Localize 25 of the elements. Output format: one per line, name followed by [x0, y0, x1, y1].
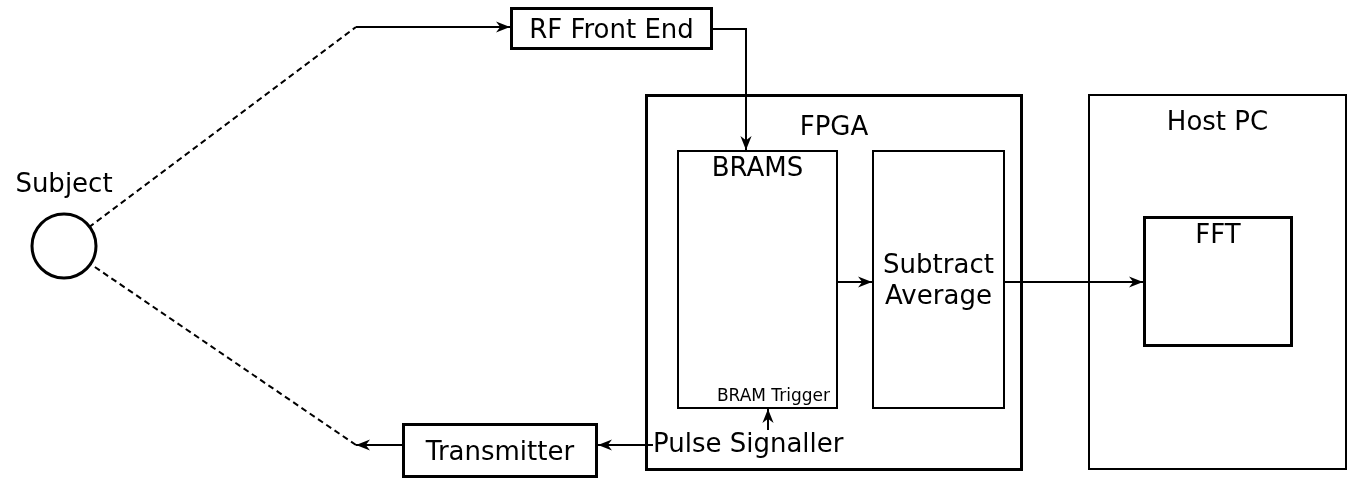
node-label: Transmitter — [424, 436, 576, 468]
process-box — [1143, 216, 1293, 347]
process-box — [510, 7, 713, 50]
arrow — [355, 439, 403, 451]
node-label: BRAMS — [710, 152, 805, 184]
arrow — [597, 439, 654, 451]
arrow — [837, 276, 873, 288]
arrow — [355, 21, 511, 33]
node-label: Host PC — [1165, 106, 1270, 138]
arrow — [762, 408, 774, 431]
process-box — [402, 423, 598, 478]
arrow — [712, 28, 752, 151]
node-label: FFT — [1194, 219, 1242, 251]
arrow — [1004, 276, 1144, 288]
host-box — [1088, 94, 1347, 470]
process-box — [872, 150, 1005, 409]
process-box — [677, 150, 838, 409]
node-label: RF Front End — [528, 14, 695, 46]
fpga-box — [645, 94, 1023, 471]
signal-label: Pulse Signaller — [653, 428, 845, 460]
node-label: Subject — [14, 168, 114, 200]
dashed-line — [87, 26, 357, 229]
node-sublabel: BRAM Trigger — [715, 384, 830, 405]
node-label: Subtract Average — [882, 248, 995, 311]
node-label: FPGA — [798, 111, 870, 143]
